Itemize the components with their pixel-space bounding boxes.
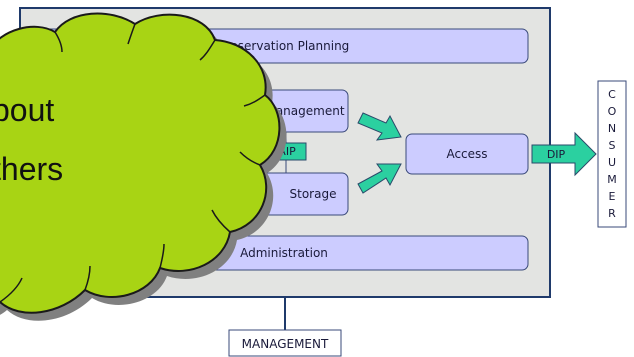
consumer-letter: O — [608, 105, 617, 118]
data-management-label: Management — [265, 104, 344, 118]
consumer-letter: M — [607, 173, 617, 186]
dip-arrow: DIP — [531, 131, 597, 177]
dip-label: DIP — [547, 148, 566, 161]
consumer-letter: N — [608, 122, 616, 135]
consumer-letter: C — [608, 88, 616, 101]
consumer-box: C O N S U M E R — [597, 80, 627, 228]
consumer-letter: S — [609, 139, 616, 152]
storage-to-access-arrow — [357, 163, 402, 194]
management-to-access-arrow — [357, 112, 402, 141]
management-label: MANAGEMENT — [242, 337, 329, 351]
consumer-letter: U — [608, 156, 616, 169]
preservation-planning-label: Preservation Planning — [219, 39, 350, 53]
administration-label: Administration — [240, 246, 328, 260]
access-box: Access — [405, 133, 529, 175]
access-label: Access — [446, 147, 487, 161]
consumer-letter: E — [609, 190, 616, 203]
consumer-letter: R — [608, 207, 616, 220]
cloud-shape — [0, 12, 281, 314]
management-box: MANAGEMENT — [228, 329, 342, 357]
cloud-lobe-lines — [0, 23, 266, 303]
cloud-text-line1: bout — [0, 92, 54, 128]
archival-storage-label: Storage — [290, 187, 337, 201]
